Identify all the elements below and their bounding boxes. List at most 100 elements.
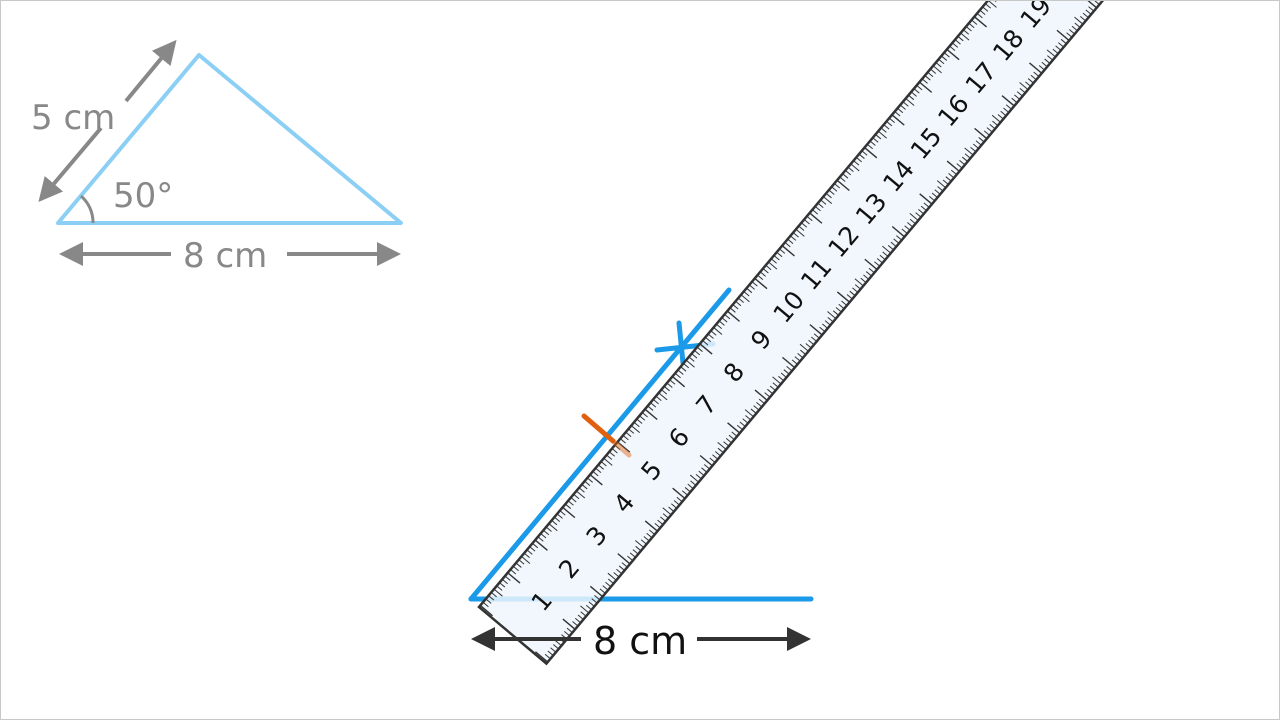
ruler-tick [551, 520, 558, 526]
ruler-tick [663, 385, 670, 392]
ruler-tick [723, 441, 730, 447]
ruler-tick [901, 228, 908, 234]
ruler-tick [845, 170, 852, 176]
length-mark [581, 413, 616, 444]
ruler-tick [827, 316, 834, 323]
base-measure-label: 8 cm [593, 619, 687, 663]
ruler-tick [1088, 6, 1095, 12]
ruler-tick [607, 578, 614, 584]
ruler-tick [825, 192, 832, 199]
ruler-tick [772, 376, 782, 385]
ruler-tick [521, 556, 531, 564]
ruler-tick [757, 274, 764, 280]
ruler-tick [534, 539, 548, 551]
ruler-tick [803, 219, 810, 225]
ruler-tick [808, 339, 815, 346]
ruler-tick [887, 245, 894, 251]
ruler-tick [591, 598, 598, 604]
ruler-tick [479, 604, 493, 617]
ruler-tick [725, 437, 732, 444]
ruler-tick [507, 572, 521, 584]
ruler-tick [897, 107, 904, 114]
ruler-tick [1046, 49, 1056, 58]
ruler-tick [805, 343, 812, 349]
ruler-tick [632, 549, 639, 555]
ruler-tick [556, 513, 563, 519]
ruler-tick [717, 441, 727, 450]
ruler-tick [594, 595, 601, 601]
ruler-tick [1068, 29, 1076, 35]
ruler-tick [618, 565, 625, 571]
ruler-tick [687, 483, 694, 490]
ruler-tick [681, 490, 688, 496]
ruler-tick [649, 529, 656, 535]
ruler-tick [768, 261, 778, 270]
ruler-tick [1033, 71, 1040, 77]
ruler-tick [924, 75, 931, 81]
ruler-tick [952, 42, 959, 48]
ruler-tick [616, 568, 623, 575]
base-label: 8 cm [183, 236, 267, 276]
ruler-tick [599, 588, 606, 594]
ruler-tick [577, 614, 584, 620]
ruler-tick [707, 333, 714, 339]
ruler-tick [740, 294, 750, 303]
ruler-tick [927, 71, 934, 78]
ruler-tick [619, 438, 626, 444]
ruler-tick [654, 523, 661, 529]
ruler-tick [997, 114, 1004, 120]
ruler-tick [814, 206, 821, 212]
ruler-ticks [479, 1, 1103, 663]
ruler-tick [854, 278, 864, 287]
ruler-tick [910, 91, 917, 97]
ruler-tick [888, 117, 895, 123]
ruler-tick [647, 405, 654, 411]
ruler-tick [979, 9, 986, 16]
ruler-tick [893, 238, 900, 244]
ruler-body[interactable] [477, 1, 1191, 666]
ruler-tick [562, 506, 576, 519]
ruler-tick [759, 271, 766, 277]
ruler-tick [974, 127, 988, 140]
ruler-tick [957, 35, 964, 42]
ruler-tick [552, 644, 559, 650]
ruler-tick [983, 130, 990, 136]
ruler-tick [630, 425, 640, 434]
ruler-tick [532, 542, 539, 549]
ruler-tick [627, 555, 634, 562]
ruler-tick [689, 474, 699, 483]
ruler-tick [671, 503, 678, 509]
ruler-tick [827, 311, 837, 319]
ruler-tick [625, 431, 632, 437]
ruler-tick [617, 441, 631, 453]
ruler-tick [794, 356, 801, 362]
ruler-tick [921, 78, 928, 84]
ruler-tick [629, 552, 636, 558]
ruler-tick [1001, 95, 1015, 107]
ruler-tick [909, 218, 916, 225]
ruler-tick [545, 526, 552, 532]
ruler-tick [812, 209, 819, 215]
ruler-tick [934, 189, 941, 195]
ruler-tick [858, 153, 865, 159]
ruler-tick [778, 375, 785, 382]
ruler-tick [986, 127, 993, 133]
ruler-tick [809, 324, 823, 336]
ruler-tick [1082, 12, 1089, 19]
ruler-tick [787, 238, 794, 244]
ruler-tick [956, 163, 963, 169]
ruler-tick [976, 13, 983, 19]
ruler-tick [716, 323, 723, 330]
ruler-tick [754, 277, 768, 290]
ruler-tick [852, 287, 859, 293]
ruler-tick [602, 585, 609, 591]
ruler-tick [1011, 97, 1018, 104]
ruler-tick [835, 307, 842, 313]
ruler-tick [1019, 82, 1029, 90]
ruler-tick [784, 242, 791, 248]
ruler-tick [909, 212, 919, 221]
ruler-tick [718, 320, 725, 326]
ruler-tick [946, 48, 960, 61]
